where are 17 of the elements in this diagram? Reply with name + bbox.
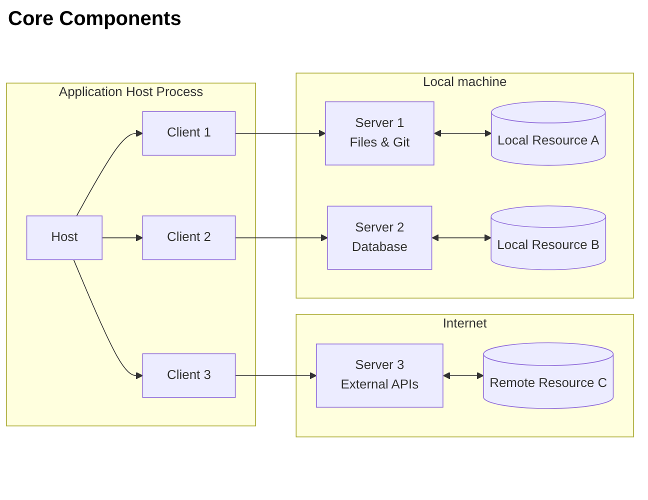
arrow bbox=[442, 372, 484, 380]
node-box: Client 2 bbox=[142, 216, 236, 260]
node-box: Host bbox=[26, 216, 103, 260]
node-box: Server 1 Files & Git bbox=[325, 101, 434, 166]
arrow bbox=[434, 130, 492, 137]
node-box: Client 3 bbox=[142, 353, 236, 398]
arrow bbox=[73, 259, 143, 380]
arrow bbox=[432, 234, 492, 242]
arrow bbox=[234, 130, 326, 137]
node-box: Server 2 Database bbox=[327, 206, 432, 270]
arrow bbox=[76, 130, 143, 216]
arrow bbox=[234, 372, 317, 380]
arrow bbox=[234, 234, 328, 242]
node-box: Client 1 bbox=[142, 111, 236, 156]
node-box: Server 3 External APIs bbox=[316, 344, 444, 408]
arrow bbox=[102, 234, 143, 242]
diagram-title: Core Components bbox=[8, 8, 182, 31]
